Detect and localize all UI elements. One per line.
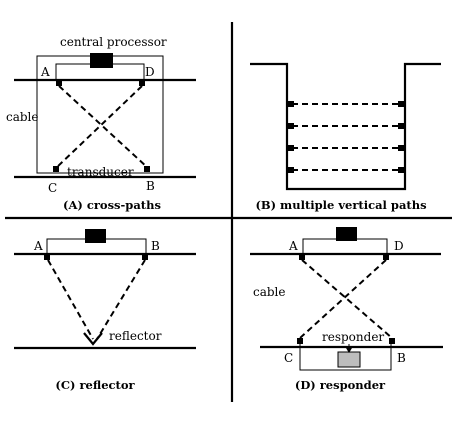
responder-arrowhead [346, 348, 352, 353]
node-d-marker [139, 80, 145, 86]
path-a-to-b [301, 259, 393, 339]
cable-label: cable [253, 285, 286, 299]
panel-a-caption: (A) cross-paths [63, 198, 161, 212]
reflected-path [96, 259, 146, 340]
node-d-marker [383, 254, 389, 260]
node-a-marker [299, 254, 305, 260]
left-transducer-3 [288, 145, 294, 151]
right-transducer-2 [398, 123, 404, 129]
incident-path [47, 259, 94, 340]
node-a-label: A [40, 65, 50, 79]
panel-b-caption: (B) multiple vertical paths [255, 198, 426, 212]
cable-loop-lower [299, 344, 392, 371]
cable-loop-upper [302, 238, 388, 254]
node-a-label: A [288, 239, 298, 253]
node-b-label: B [146, 179, 155, 193]
node-b-marker [144, 166, 150, 172]
right-transducer-3 [398, 145, 404, 151]
node-b-marker [142, 254, 148, 260]
central-processor-box [336, 227, 357, 241]
path-d-to-c [55, 85, 143, 169]
right-transducer-4 [398, 167, 404, 173]
transducer-label: transducer [67, 165, 134, 179]
node-c-marker [297, 338, 303, 344]
path-d-to-c [299, 259, 387, 339]
node-a-marker [56, 80, 62, 86]
responder-label: responder [322, 330, 384, 344]
channel-outline [250, 62, 441, 191]
panel-c-caption: (C) reflector [55, 378, 135, 392]
node-b-marker [389, 338, 395, 344]
node-b-label: B [397, 351, 406, 365]
node-b-label: B [151, 239, 160, 253]
left-transducer-2 [288, 123, 294, 129]
processor-label: central processor [60, 35, 167, 49]
right-transducer-1 [398, 101, 404, 107]
node-a-marker [44, 254, 50, 260]
central-processor-box [85, 229, 106, 243]
panel-b-multiple-vertical-paths: (B) multiple vertical paths [250, 62, 441, 212]
cable-label: cable [6, 110, 39, 124]
node-d-label: D [394, 239, 404, 253]
reflector-shape [83, 332, 103, 346]
responder-box [337, 351, 361, 368]
node-c-label: C [48, 181, 57, 195]
reflector-label: reflector [109, 329, 162, 343]
node-a-label: A [33, 239, 43, 253]
node-d-label: D [145, 65, 155, 79]
node-c-marker [53, 166, 59, 172]
node-c-label: C [284, 351, 293, 365]
panel-c-reflector: A B reflector (C) reflector [14, 229, 196, 392]
path-a-to-b [58, 85, 149, 169]
panel-d-caption: (D) responder [295, 378, 386, 392]
panel-d-responder: A D C B cable responder (D) responder [250, 227, 443, 392]
central-processor-box [90, 53, 113, 68]
left-transducer-1 [288, 101, 294, 107]
panel-a-cross-paths: central processor A D C B cable transduc… [6, 35, 196, 212]
left-transducer-4 [288, 167, 294, 173]
